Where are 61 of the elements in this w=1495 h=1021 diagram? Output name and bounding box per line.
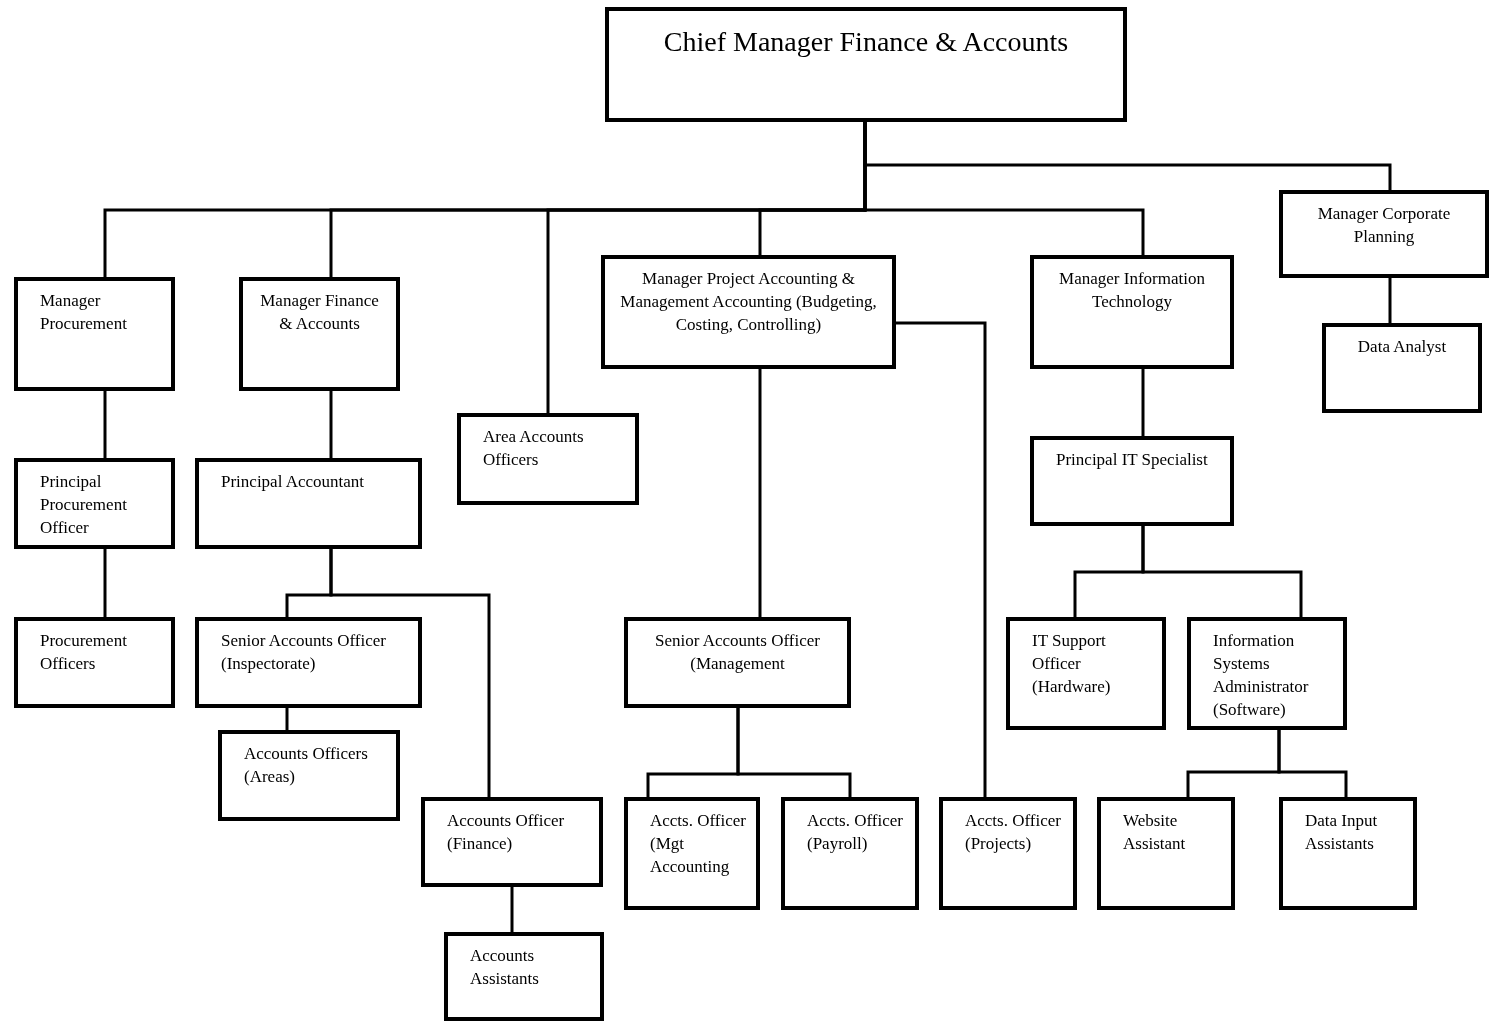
- connector-line: [285, 708, 289, 730]
- position-title: Accts. Officer (Payroll): [807, 810, 904, 855]
- position-title: Manager Information Technology: [1058, 268, 1206, 313]
- position-box: [457, 413, 639, 505]
- position-box: [1030, 436, 1234, 526]
- connector-line: [329, 391, 333, 458]
- position-title: Senior Accounts Officer (Management: [654, 630, 821, 675]
- connector-line: [329, 549, 491, 797]
- position-box: [195, 458, 422, 549]
- position-title: Accts. Officer (Mgt Accounting: [650, 810, 746, 878]
- position-box: [14, 458, 175, 549]
- position-title: Manager Finance & Accounts: [259, 290, 380, 335]
- position-title: IT Support Officer (Hardware): [1032, 630, 1112, 698]
- position-title: Accounts Officers (Areas): [244, 743, 369, 788]
- position-title: Accts. Officer (Projects): [965, 810, 1062, 855]
- connector-line: [510, 887, 514, 932]
- position-title: Principal Procurement Officer: [40, 471, 128, 539]
- connector-line: [103, 391, 107, 458]
- position-box: [195, 617, 422, 708]
- position-box: [1097, 797, 1235, 910]
- position-box: [218, 730, 400, 821]
- position-title: Principal IT Specialist: [1056, 449, 1208, 471]
- position-box: [605, 7, 1127, 122]
- position-box: [239, 277, 400, 391]
- position-box: [624, 617, 851, 708]
- position-box: [421, 797, 603, 887]
- position-box: [444, 932, 604, 1021]
- position-box: [1030, 255, 1234, 369]
- position-title: Chief Manager Finance & Accounts: [663, 25, 1069, 59]
- position-box: [939, 797, 1077, 910]
- position-title: Website Assistant: [1123, 810, 1187, 855]
- position-box: [1187, 617, 1347, 730]
- position-box: [1279, 190, 1489, 278]
- position-box: [1279, 797, 1417, 910]
- position-title: Manager Project Accounting & Management Accounting (Budgeting, Costing, Controlling): [619, 268, 878, 336]
- connector-line: [896, 321, 987, 797]
- connector-line: [758, 369, 762, 617]
- position-box: [14, 277, 175, 391]
- position-title: Information Systems Administrator (Software): [1213, 630, 1310, 721]
- position-box: [1006, 617, 1166, 730]
- position-title: Procurement Officers: [40, 630, 128, 675]
- connector-line: [1141, 369, 1145, 436]
- position-box: [1322, 323, 1482, 413]
- position-title: Senior Accounts Officer (Inspectorate): [221, 630, 387, 675]
- position-title: Data Input Assistants: [1305, 810, 1379, 855]
- connector-line: [1388, 278, 1392, 323]
- connector-line: [103, 549, 107, 617]
- position-box: [781, 797, 919, 910]
- connector-line: [736, 708, 852, 797]
- position-title: Area Accounts Officers: [483, 426, 585, 471]
- connector-line: [1141, 526, 1303, 617]
- position-box: [624, 797, 760, 910]
- position-box: [601, 255, 896, 369]
- position-title: Accounts Assistants: [470, 945, 540, 990]
- connector-line: [1277, 730, 1348, 797]
- position-title: Accounts Officer (Finance): [447, 810, 566, 855]
- position-title: Principal Accountant: [221, 471, 365, 493]
- position-title: Manager Corporate Planning: [1316, 203, 1452, 248]
- position-box: [14, 617, 175, 708]
- position-title: Data Analyst: [1357, 336, 1447, 358]
- position-title: Manager Procurement: [40, 290, 128, 335]
